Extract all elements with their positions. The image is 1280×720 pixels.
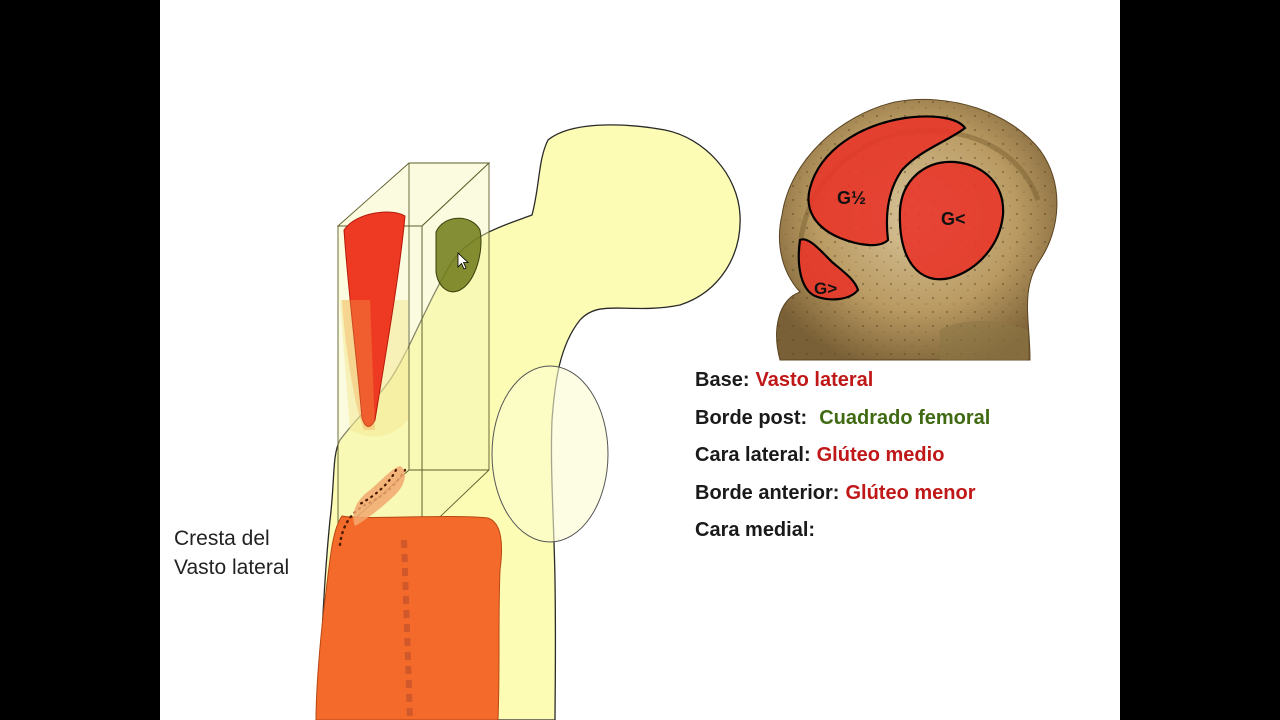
legend-label: Base: (695, 369, 750, 391)
legend-row-medial-face: Cara medial: (695, 515, 990, 553)
legend-row-posterior-border: Borde post: Cuadrado femoral (695, 403, 990, 441)
lesser-trochanter-outline (491, 365, 609, 543)
slide: G½ G< G> Cresta del Vasto lateral Base:V… (160, 0, 1120, 720)
vastus-crest-caption: Cresta del Vasto lateral (174, 524, 289, 582)
legend-label: Borde anterior: (695, 481, 840, 504)
shaft-dashed-line (401, 539, 413, 720)
caption-line-2: Vasto lateral (174, 556, 290, 579)
gluteus-maximus-insertion (797, 238, 860, 301)
vastus-lateralis-area (315, 515, 502, 720)
femur-diagram: G½ G< G> (315, 95, 1058, 720)
gluteus-minimus-insertion (898, 160, 1005, 281)
legend-value: Cuadrado femoral (819, 406, 991, 429)
gluteus-medius-area (343, 211, 406, 427)
legend-value: Vasto lateral (755, 369, 874, 391)
caption-line-1: Cresta del (174, 527, 270, 550)
legend-row-base: Base:Vasto lateral (695, 365, 990, 403)
cursor-icon (457, 252, 470, 270)
gluteus-shadow (342, 300, 375, 430)
gluteus-medius-insertion (807, 115, 967, 247)
label-gluteus-medius: G½ (837, 188, 866, 208)
legend-row-lateral-face: Cara lateral:Glúteo medio (695, 440, 990, 478)
legend-value: Glúteo medio (816, 444, 945, 466)
label-gluteus-maximus: G> (814, 279, 837, 298)
vastus-crest-band (353, 466, 405, 526)
insertion-legend: Base:Vasto lateral Borde post: Cuadrado f… (695, 365, 990, 553)
legend-value: Glúteo menor (845, 481, 976, 504)
legend-label: Cara lateral: (695, 444, 811, 466)
label-gluteus-minimus: G< (941, 209, 966, 229)
trochanter-photo: G½ G< G> (776, 95, 1058, 361)
legend-label: Cara medial: (695, 519, 816, 541)
legend-label: Borde post: (695, 406, 808, 429)
legend-row-anterior-border: Borde anterior:Glúteo menor (695, 478, 990, 516)
